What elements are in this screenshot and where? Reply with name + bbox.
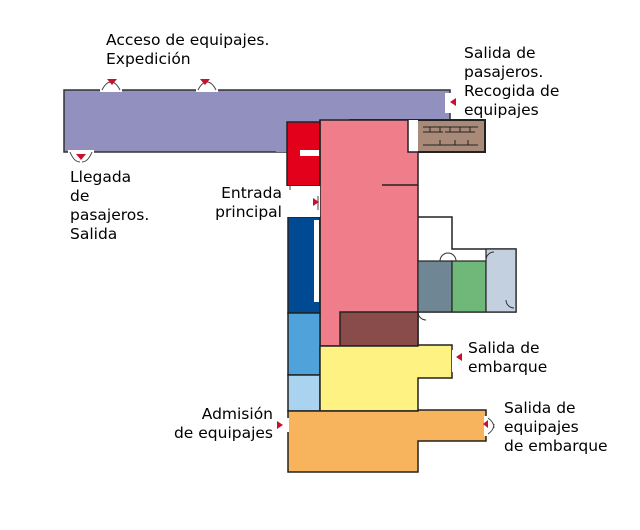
- arrow-main-entrance: [313, 198, 319, 206]
- label-passenger-arrival: Llegada de pasajeros. Salida: [70, 168, 150, 243]
- slate-room: [417, 260, 453, 313]
- mid-blue-room: [287, 312, 321, 376]
- door-swing-marks: [69, 81, 495, 435]
- pale-blue-room: [485, 248, 517, 313]
- label-boarding-exit: Salida de embarque: [468, 339, 548, 376]
- baggage-admission-area: [287, 409, 487, 473]
- green-room: [451, 260, 487, 313]
- label-baggage-admission: Admisión de equipajes: [173, 405, 273, 442]
- arrow-arrival: [76, 154, 86, 160]
- dark-blue-room-corridor: [314, 220, 319, 302]
- label-main-entrance: Entrada principal: [215, 184, 282, 221]
- label-baggage-access: Acceso de equipajes. Expedición: [106, 31, 270, 68]
- boarding-area: [319, 344, 453, 412]
- arrow-boarding-exit: [456, 353, 462, 361]
- red-room-notch: [300, 150, 320, 156]
- light-blue-room: [287, 374, 321, 412]
- arrow-baggage-admission: [277, 421, 283, 429]
- arrow-baggage-access-1: [107, 79, 117, 85]
- brown-room: [339, 311, 419, 347]
- label-passenger-exit: Salida de pasajeros. Recogida de equipaj…: [464, 44, 560, 119]
- label-boarding-baggage-exit: Salida de equipajes de embarque: [504, 399, 608, 455]
- belt-wall: [408, 120, 418, 152]
- arrow-passenger-exit: [450, 98, 456, 106]
- arrow-baggage-access-2: [200, 79, 210, 85]
- arrow-boarding-baggage-exit: [483, 420, 488, 428]
- entrance-arrows: [76, 79, 488, 429]
